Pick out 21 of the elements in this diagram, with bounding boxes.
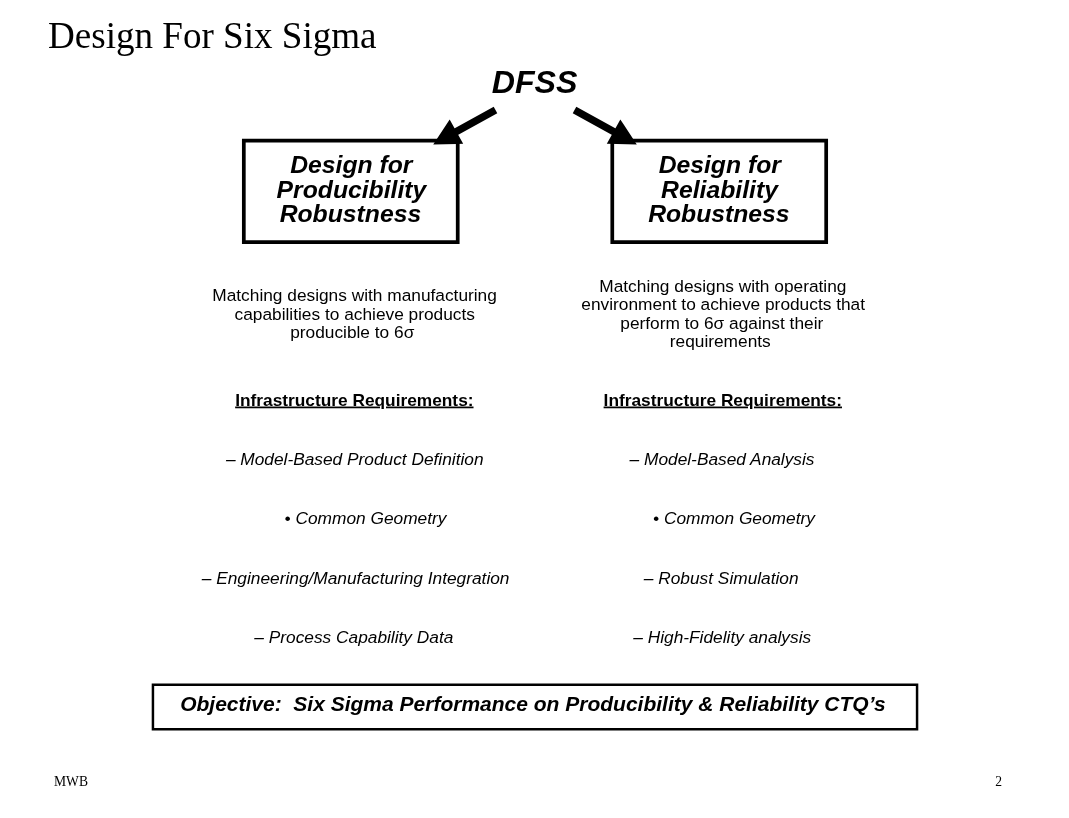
diagram-title: Design For Six Sigma: [47, 14, 377, 56]
label: – Model-Based Product Definition: [225, 448, 484, 469]
label: – Robust Simulation: [643, 567, 799, 588]
label: • Common Geometry: [284, 508, 446, 529]
label: – High-Fidelity analysis: [632, 626, 811, 647]
arrow: [432, 106, 497, 145]
label: • Common Geometry: [652, 508, 815, 529]
label: Infrastructure Requirements:: [234, 389, 474, 410]
label: – Model-Based Analysis: [629, 448, 815, 469]
node-label: Matching designs with manufacturing capabilities to achieve products producible to 6σ: [211, 285, 497, 343]
node-text: DFSS: [491, 64, 577, 101]
node-box: Design for Producibility Robustness: [241, 138, 460, 244]
label: 2: [994, 773, 1002, 789]
node-box: Design for Reliability Robustness: [609, 138, 828, 244]
label: Infrastructure Requirements:: [603, 389, 842, 410]
label: MWB: [53, 773, 88, 789]
label: – Process Capability Data: [253, 626, 453, 647]
node-label: Matching designs with operating environment to achieve products that perform to 6σ against their requirements: [580, 275, 865, 352]
node-box: Objective: Six Sigma Performance on Producibility & Reliability CTQ’s: [151, 683, 918, 731]
arrow: [572, 106, 637, 145]
label: – Engineering/Manufacturing Integration: [201, 567, 509, 588]
